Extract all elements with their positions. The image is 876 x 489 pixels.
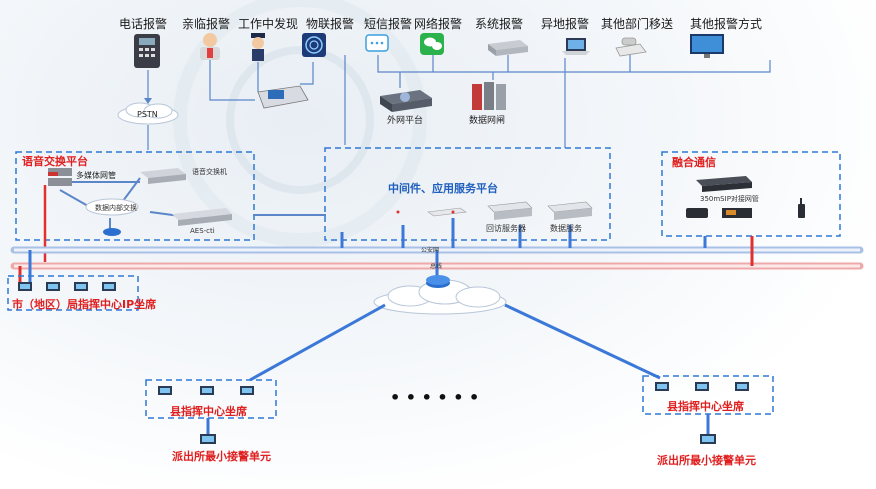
source-label-remote: 异地报警 (541, 17, 590, 31)
router-icon (103, 228, 121, 236)
source-label-system: 系统报警 (475, 17, 524, 31)
city-seat-label: 市（地区）局指挥中心IP坐席 (12, 298, 157, 311)
middleware-title: 中间件、应用服务平台 (388, 182, 498, 195)
outer-platform-label: 外网平台 (387, 116, 424, 126)
internal-switch-icon (85, 198, 139, 216)
source-label-on-duty: 工作中发现 (238, 17, 299, 31)
city-seat-terminals (18, 282, 116, 291)
aes-server-icon (172, 208, 232, 226)
station-left-terminal (200, 434, 216, 444)
pstn-label: PSTN (137, 110, 158, 119)
data-service-label: 数据服务 (550, 224, 582, 233)
server-rack-icon (472, 82, 506, 110)
data-service-server-icon (547, 201, 593, 220)
source-label-other: 其他报警方式 (690, 17, 763, 31)
station-right-terminal (700, 434, 716, 444)
walkie-talkie-icon (798, 198, 805, 218)
voice-platform-box (15, 151, 255, 241)
source-label-iot: 物联报警 (306, 17, 355, 31)
source-label-network: 网络报警 (414, 17, 463, 31)
county-seat-left-label: 县指挥中心坐席 (170, 405, 247, 418)
cloud-icon (373, 279, 507, 315)
laptop-icon (562, 38, 590, 55)
police-officer-icon (251, 33, 265, 61)
ellipsis-dots: • • • • • • (390, 388, 480, 407)
wechat-icon (420, 33, 444, 55)
desk-phone-icon (615, 37, 647, 57)
voice-switch-icon (140, 168, 186, 184)
telephone-icon (134, 34, 160, 68)
county-seat-left-terminals (158, 386, 254, 395)
internal-switch-label: 数据内部交换 (95, 204, 137, 212)
voice-platform-title: 语音交换平台 (22, 155, 88, 168)
sip-gateway-icon (696, 176, 752, 192)
data-gateway-label: 数据网闸 (469, 116, 506, 126)
router-icon (426, 275, 450, 288)
car-radio-icon (722, 208, 752, 218)
monitor-icon (690, 34, 724, 58)
fusion-title: 融合通信 (672, 156, 716, 169)
media-gateway-icon (48, 168, 72, 186)
public-network-label: 公安网 (421, 247, 440, 254)
station-left-label: 派出所最小接警单元 (172, 450, 271, 463)
person-icon (200, 33, 220, 60)
station-right-label: 派出所最小接警单元 (657, 454, 756, 467)
switch-icon (427, 207, 467, 217)
bus-label: 总线 (430, 263, 443, 270)
fingerprint-icon (302, 33, 326, 57)
county-seat-right-label: 县指挥中心坐席 (667, 400, 744, 413)
server-box-icon (488, 40, 528, 56)
callback-server-label: 回访服务器 (486, 224, 526, 233)
sms-icon (365, 34, 389, 52)
county-seat-right-terminals (655, 382, 749, 391)
sip-gateway-label: 350mSIP对接网管 (700, 195, 759, 203)
middleware-box (324, 147, 611, 241)
callback-server-icon (487, 201, 533, 220)
ip-phone-icon (257, 85, 309, 109)
voice-switch-label: 语音交换机 (192, 168, 227, 176)
media-gateway-label: 多媒体网管 (76, 171, 116, 180)
router-platform-icon (380, 90, 432, 112)
source-label-sms: 短信报警 (364, 17, 413, 31)
source-label-transfer: 其他部门移送 (601, 17, 674, 31)
radio-icon (686, 208, 708, 218)
pstn-cloud-icon (117, 102, 179, 125)
aes-label: AES-cti (190, 227, 215, 235)
source-label-in-person: 亲临报警 (182, 17, 231, 31)
source-label-phone: 电话报警 (119, 17, 168, 31)
